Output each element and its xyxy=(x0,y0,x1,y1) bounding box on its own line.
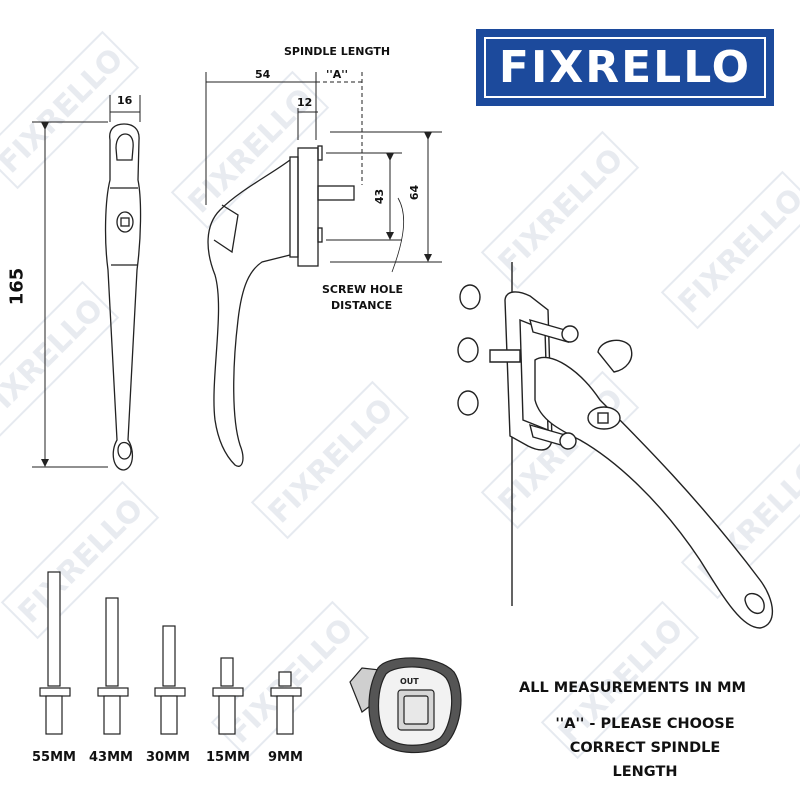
measurements-note: ALL MEASUREMENTS IN MM xyxy=(519,680,746,696)
spindle-length-title: SPINDLE LENGTH xyxy=(284,45,391,58)
brand-logo: FIXRELLO xyxy=(476,29,774,106)
handle-3d-view xyxy=(457,262,774,629)
brand-logo-frame: FIXRELLO xyxy=(484,37,766,98)
depth-label: 54 xyxy=(255,68,271,81)
screw-hole-label-line1: SCREW HOLE xyxy=(322,283,404,296)
adaptor-out-label: OUT xyxy=(400,677,419,686)
side-dimensions xyxy=(205,72,442,273)
a-label: ''A'' xyxy=(326,68,348,81)
handle-side-view xyxy=(207,145,355,467)
choose-note-line3: LENGTH xyxy=(612,764,678,780)
front-height-label: 165 xyxy=(6,267,28,306)
spindle-label: 43MM xyxy=(89,750,133,765)
spindle-label: 9MM xyxy=(268,750,303,765)
spindle-30mm xyxy=(154,625,186,735)
spindle-55mm xyxy=(39,571,71,735)
spindle-label: 55MM xyxy=(32,750,76,765)
spindle-adaptor xyxy=(349,657,462,754)
screw-spacing-label: 43 xyxy=(373,188,387,205)
front-dimensions xyxy=(32,95,141,468)
brand-logo-text: FIXRELLO xyxy=(498,42,752,93)
spindle-9mm xyxy=(270,671,302,735)
spindle-label: 30MM xyxy=(146,750,190,765)
choose-note-line1: ''A'' - PLEASE CHOOSE xyxy=(555,716,735,732)
spindle-label: 15MM xyxy=(206,750,250,765)
screw-hole-label-line2: DISTANCE xyxy=(331,299,393,312)
base-height-label: 64 xyxy=(408,184,422,201)
handle-front-view xyxy=(104,123,142,471)
spindle-15mm xyxy=(212,657,244,735)
front-width-label: 16 xyxy=(117,94,133,107)
spindle-43mm xyxy=(97,597,129,735)
base-label: 12 xyxy=(297,96,313,109)
spindle-set xyxy=(39,571,302,735)
choose-note-line2: CORRECT SPINDLE xyxy=(569,740,721,756)
